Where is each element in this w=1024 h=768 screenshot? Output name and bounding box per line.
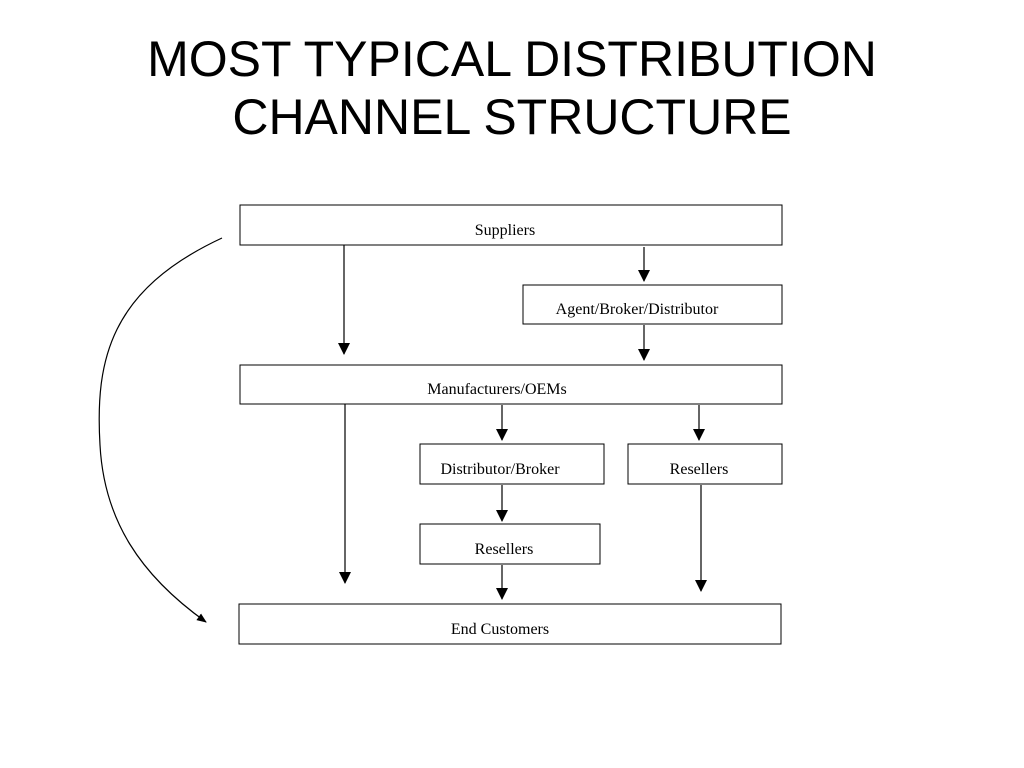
agent-broker-distributor-box xyxy=(522,284,783,325)
agent-broker-distributor-node: Agent/Broker/Distributor xyxy=(522,284,783,325)
resellers-middle-label: Resellers xyxy=(475,541,534,558)
resellers-right-box xyxy=(627,443,783,485)
end-customers-node: End Customers xyxy=(238,603,782,645)
resellers-right-label: Resellers xyxy=(670,461,729,478)
end-customers-label: End Customers xyxy=(451,621,549,638)
distributor-broker-box xyxy=(419,443,605,485)
resellers-middle-box xyxy=(419,523,601,565)
resellers-right-node: Resellers xyxy=(627,443,783,485)
manufacturers-oems-box xyxy=(239,364,783,405)
title-line-2: CHANNEL STRUCTURE xyxy=(232,89,792,145)
arrow-suppliers-to-end-customers-curve xyxy=(98,237,223,623)
distributor-broker-label: Distributor/Broker xyxy=(440,461,560,478)
agent-broker-distributor-label: Agent/Broker/Distributor xyxy=(556,301,719,318)
page-title: MOST TYPICAL DISTRIBUTION CHANNEL STRUCT… xyxy=(0,30,1024,146)
manufacturers-oems-node: Manufacturers/OEMs xyxy=(239,364,783,405)
suppliers-box xyxy=(239,204,783,246)
manufacturers-oems-label: Manufacturers/OEMs xyxy=(427,381,567,398)
resellers-middle-node: Resellers xyxy=(419,523,601,565)
suppliers-node: Suppliers xyxy=(239,204,783,246)
title-line-1: MOST TYPICAL DISTRIBUTION xyxy=(147,31,877,87)
suppliers-label: Suppliers xyxy=(475,222,535,239)
end-customers-box xyxy=(238,603,782,645)
distributor-broker-node: Distributor/Broker xyxy=(419,443,605,485)
